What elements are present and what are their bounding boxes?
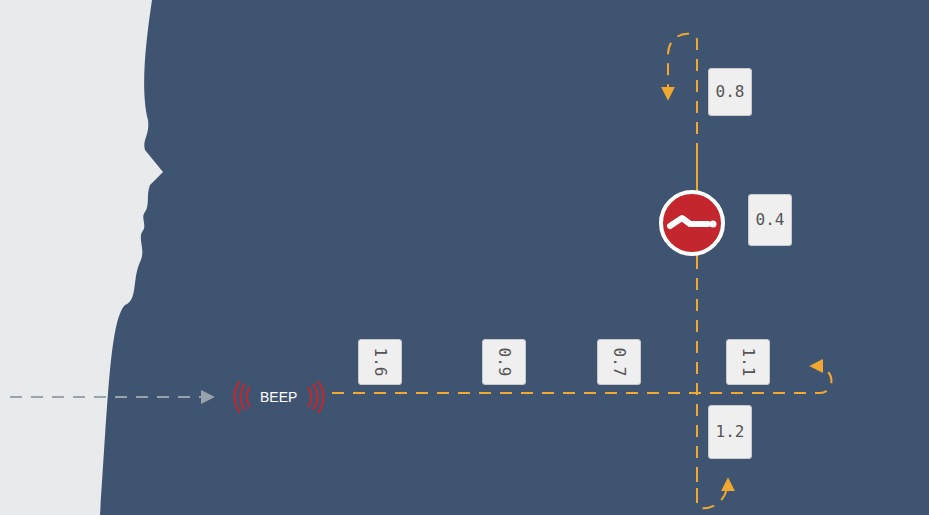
display-box: 0.7 [597, 339, 641, 385]
display-reading: 1.2 [716, 424, 745, 440]
sound-label: BEEP [260, 390, 297, 404]
beep-waves [235, 381, 324, 413]
display-reading: 0.4 [756, 212, 785, 228]
display-box: 1.1 [726, 339, 770, 385]
display-box: 1.6 [358, 339, 402, 385]
display-box: 0.8 [708, 68, 752, 116]
lying-person-icon [661, 192, 723, 254]
timing-path [332, 34, 831, 509]
display-reading: 0.7 [611, 348, 627, 377]
display-box: 0.9 [482, 339, 526, 385]
display-box: 0.4 [748, 194, 792, 246]
display-reading: 0.9 [496, 348, 512, 377]
display-reading: 0.8 [716, 84, 745, 100]
display-box: 1.2 [708, 405, 752, 459]
display-reading: 1.6 [372, 348, 388, 377]
face-silhouette [0, 0, 163, 515]
display-reading: 1.1 [740, 348, 756, 377]
sound-path [10, 396, 212, 398]
